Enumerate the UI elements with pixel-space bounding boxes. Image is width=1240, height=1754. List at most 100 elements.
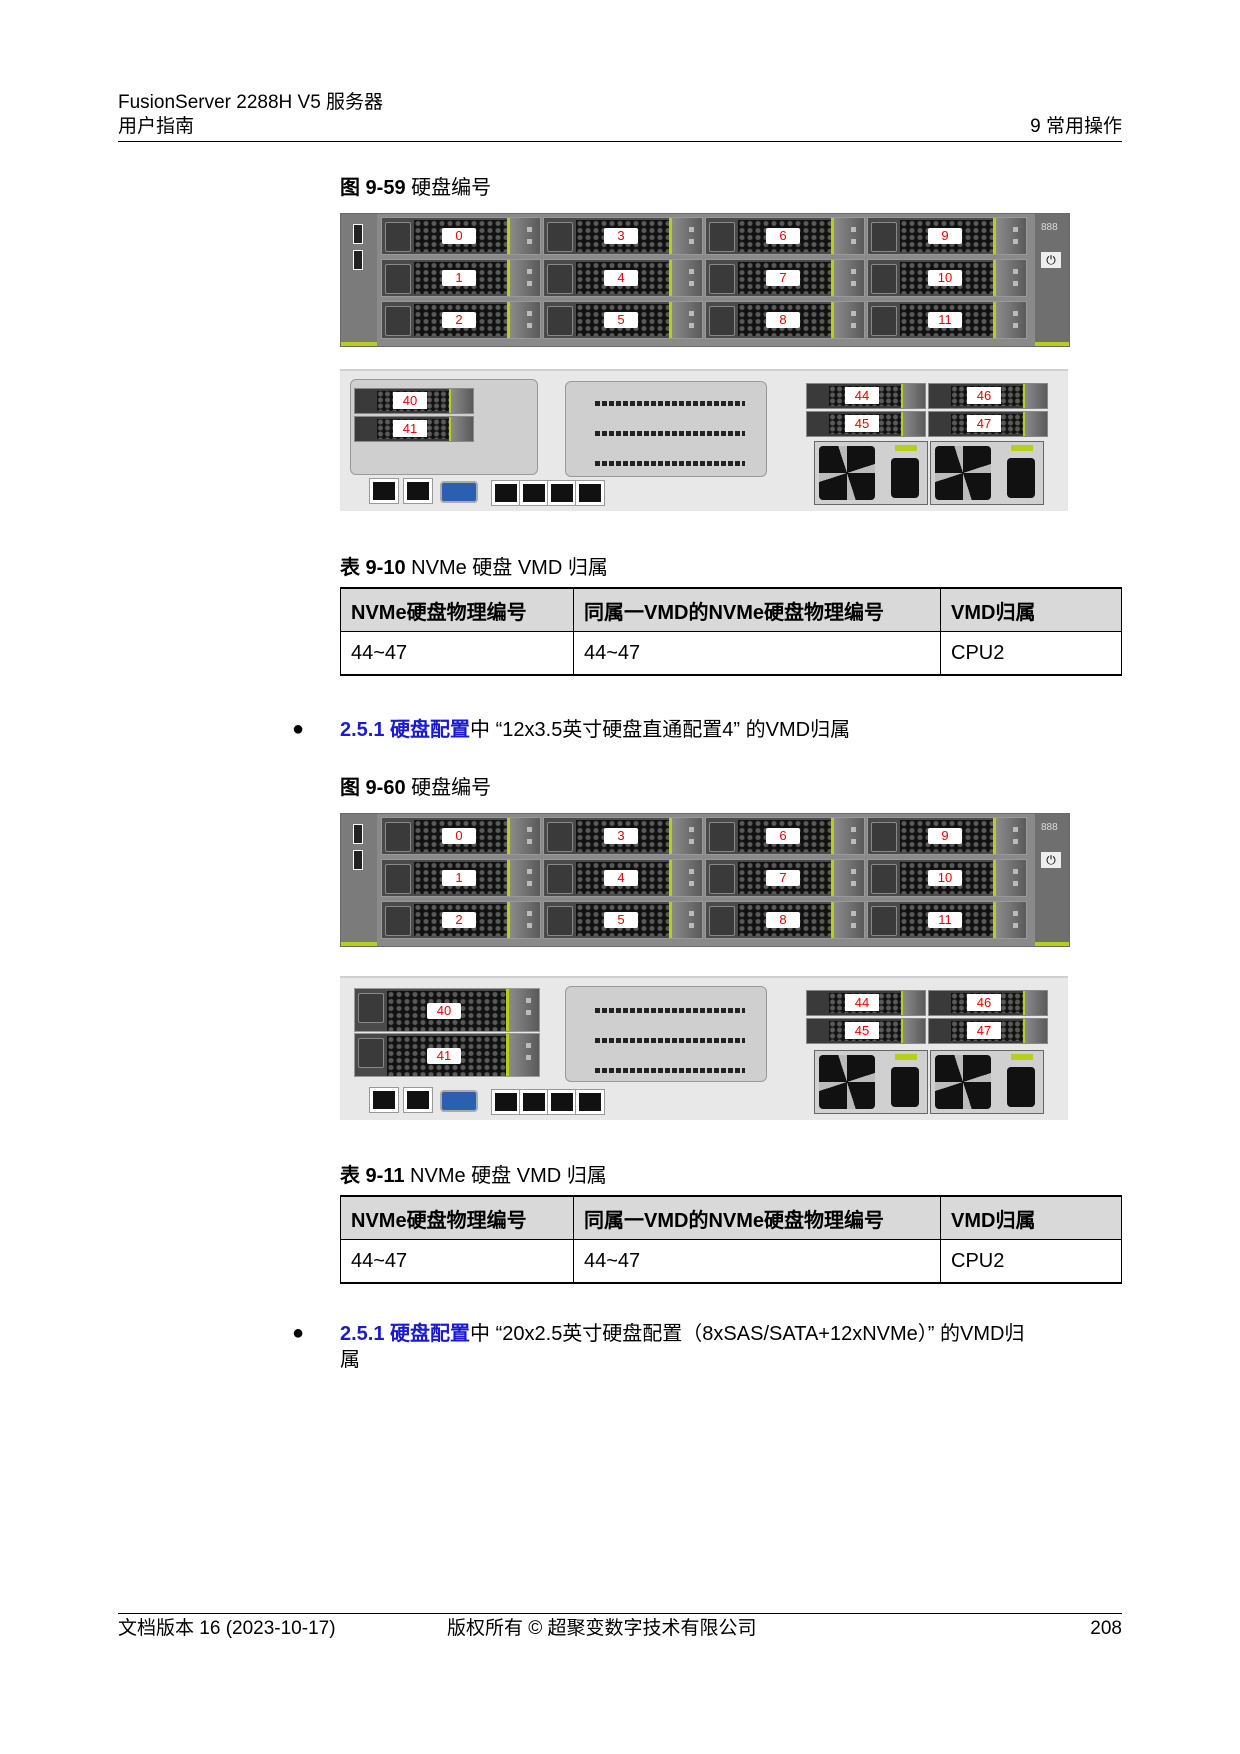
- ethernet-port-icon: [369, 478, 399, 504]
- ethernet-port-icon: [547, 1089, 577, 1115]
- column-header: VMD归属: [940, 587, 1122, 632]
- bullet-dot: ●: [292, 1322, 305, 1344]
- drive-bay: 10: [867, 259, 1027, 297]
- drive-bay: 8: [705, 301, 865, 339]
- bullet-1: 2.5.1 硬盘配置中 “12x3.5英寸硬盘直通配置4” 的VMD归属: [340, 719, 851, 741]
- drive-bay: 0: [381, 217, 541, 255]
- column-header: NVMe硬盘物理编号: [340, 587, 574, 632]
- drive-bay: 2: [381, 301, 541, 339]
- psu-2: [930, 1050, 1044, 1114]
- power-button-icon: ⏻: [1041, 852, 1061, 868]
- table-row: 44~47 44~47 CPU2: [340, 631, 1122, 676]
- drive-slot-label: 0: [442, 228, 476, 244]
- drive-bay: 10: [867, 859, 1027, 897]
- table-11-caption: 表 9-11 NVMe 硬盘 VMD 归属: [340, 1165, 607, 1187]
- vga-port-icon: [440, 481, 478, 503]
- rear-bay-45: 45: [806, 1018, 926, 1044]
- bullet-2: 2.5.1 硬盘配置中 “20x2.5英寸硬盘配置（8xSAS/SATA+12x…: [340, 1323, 1025, 1345]
- drive-slot-label: 8: [766, 912, 800, 928]
- led-display-icon: 888: [1041, 822, 1058, 833]
- ethernet-port-icon: [575, 1089, 605, 1115]
- drive-slot-label: 6: [766, 828, 800, 844]
- section-link[interactable]: 2.5.1 硬盘配置: [340, 719, 471, 741]
- figure-title: 硬盘编号: [411, 177, 492, 199]
- rear-bay-47: 47: [928, 1018, 1048, 1044]
- vmd-table-10: NVMe硬盘物理编号 同属一VMD的NVMe硬盘物理编号 VMD归属 44~47…: [340, 587, 1122, 676]
- ethernet-port-icon: [547, 480, 577, 506]
- drive-bay: 3: [543, 217, 703, 255]
- fan-icon: [935, 446, 991, 500]
- rear-bay-41: 41: [354, 416, 474, 442]
- rear-bay-46: 46: [928, 990, 1048, 1016]
- ethernet-port-icon: [519, 1089, 549, 1115]
- fan-icon: [819, 1055, 875, 1109]
- ethernet-port-icon: [369, 1087, 399, 1113]
- drive-slot-label: 5: [604, 912, 638, 928]
- drive-slot-label: 5: [604, 312, 638, 328]
- drive-slot-label: 11: [928, 912, 962, 928]
- drive-slot-label: 3: [604, 828, 638, 844]
- drive-slot-label: 1: [442, 870, 476, 886]
- ethernet-port-icon: [491, 480, 521, 506]
- rear-bay-45: 45: [806, 411, 926, 437]
- rear-bay-47: 47: [928, 411, 1048, 437]
- vga-port-icon: [440, 1090, 478, 1112]
- section-link[interactable]: 2.5.1 硬盘配置: [340, 1323, 471, 1345]
- drive-bay: 1: [381, 859, 541, 897]
- footer-version: 文档版本 16 (2023-10-17): [118, 1618, 336, 1639]
- drive-slot-label: 3: [604, 228, 638, 244]
- psu-1: [814, 441, 928, 505]
- footer-rule: [118, 1613, 1122, 1614]
- column-header: VMD归属: [940, 1195, 1122, 1240]
- drive-bay: 6: [705, 217, 865, 255]
- footer-copyright: 版权所有 © 超聚变数字技术有限公司: [447, 1618, 757, 1639]
- ethernet-port-icon: [403, 1087, 433, 1113]
- rear-bay-44: 44: [806, 990, 926, 1016]
- front-control-panel: 888 ⏻: [1035, 214, 1069, 346]
- rear-bay-40: 40: [354, 388, 474, 414]
- server-rear-view-60: 40 41 44 45 46 47: [340, 976, 1068, 1120]
- psu-1: [814, 1050, 928, 1114]
- drive-slot-label: 9: [928, 228, 962, 244]
- ethernet-port-icon: [491, 1089, 521, 1115]
- ethernet-port-icon: [403, 478, 433, 504]
- drive-bay: 0: [381, 817, 541, 855]
- server-rear-view-59: 40 41 44 45 46 47: [340, 369, 1068, 511]
- usb-port-icon: [353, 850, 363, 870]
- drive-bay: 8: [705, 901, 865, 939]
- led-display-icon: 888: [1041, 222, 1058, 233]
- figure-59-caption: 图 9-59 硬盘编号: [340, 176, 491, 200]
- header-rule: [118, 141, 1122, 142]
- drive-slot-label: 11: [928, 312, 962, 328]
- usb-port-icon: [353, 250, 363, 270]
- column-header: 同属一VMD的NVMe硬盘物理编号: [573, 587, 941, 632]
- figure-60-caption: 图 9-60 硬盘编号: [340, 777, 492, 799]
- power-socket-icon: [1007, 458, 1035, 498]
- drive-bay: 2: [381, 901, 541, 939]
- rear-bay-41: 41: [354, 1033, 540, 1077]
- drive-bay: 9: [867, 817, 1027, 855]
- psu-2: [930, 441, 1044, 505]
- header-doc-type: 用户指南: [118, 116, 195, 137]
- usb-port-icon: [353, 224, 363, 244]
- header-chapter: 9 常用操作: [1030, 116, 1122, 137]
- power-socket-icon: [1007, 1067, 1035, 1107]
- drive-slot-label: 9: [928, 828, 962, 844]
- ethernet-port-icon: [575, 480, 605, 506]
- drive-slot-label: 7: [766, 870, 800, 886]
- drive-slot-label: 2: [442, 912, 476, 928]
- drive-slot-label: 1: [442, 270, 476, 286]
- drive-slot-label: 4: [604, 270, 638, 286]
- drive-bay: 5: [543, 301, 703, 339]
- table-10-caption: 表 9-10 NVMe 硬盘 VMD 归属: [340, 557, 608, 579]
- drive-bay: 3: [543, 817, 703, 855]
- bullet-dot: ●: [292, 718, 305, 740]
- drive-bay: 4: [543, 259, 703, 297]
- power-socket-icon: [891, 458, 919, 498]
- power-button-icon: ⏻: [1041, 252, 1061, 268]
- bullet-2-cont: 属: [340, 1349, 360, 1371]
- column-header: 同属一VMD的NVMe硬盘物理编号: [573, 1195, 941, 1240]
- pcie-riser: [565, 986, 767, 1082]
